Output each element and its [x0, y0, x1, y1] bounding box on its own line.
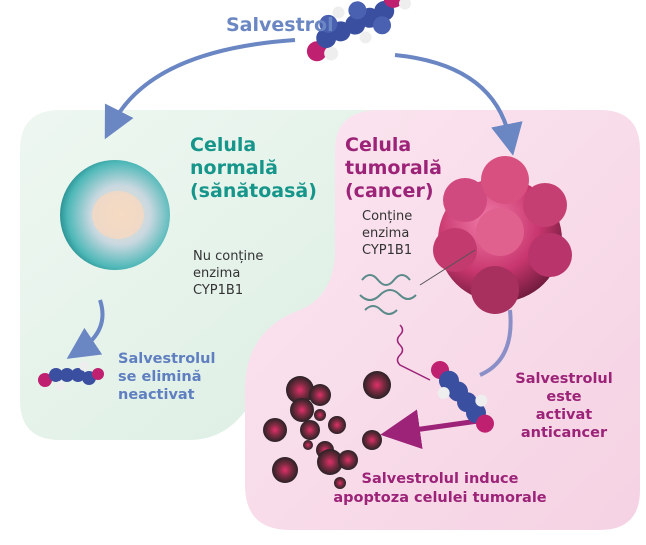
salvestrol-molecule-activated: [431, 361, 494, 433]
salvestrol-molecule-top: [306, 0, 411, 62]
arrow-to-tumor-cell: [394, 53, 523, 156]
note-line: CYP1B1: [362, 243, 413, 258]
arrow-activation: [479, 309, 513, 377]
heading-line: (sănătoasă): [190, 180, 317, 202]
salvestrol-molecule-eliminated: [38, 361, 104, 391]
label-line: anticancer: [520, 425, 608, 441]
note-line: Nu conține: [193, 249, 264, 264]
tumor-cell-heading: Celula tumorală (cancer): [345, 134, 442, 203]
heading-line: tumorală: [345, 157, 442, 179]
apoptotic-bodies: [263, 371, 391, 489]
enzyme-pointer-line: [419, 249, 476, 286]
diagram-title: Salvestrol: [226, 14, 334, 36]
tumor-cell-note: Conține enzima CYP1B1: [362, 208, 412, 259]
heading-line: (cancer): [345, 180, 434, 202]
label-line: Salvestrolul: [515, 371, 613, 387]
cell-nucleus: [92, 191, 144, 239]
tumor-cell: [433, 156, 572, 314]
normal-cell-note: Nu conține enzima CYP1B1: [193, 248, 263, 299]
note-line: CYP1B1: [193, 283, 244, 298]
label-line: neactivat: [118, 387, 195, 403]
normal-cell-heading: Celula normală (sănătoasă): [190, 134, 317, 203]
note-line: enzima: [193, 266, 241, 281]
enzyme-wavy-arrow: [396, 324, 431, 381]
heading-line: normală: [190, 157, 278, 179]
label-line: apoptoza celulei tumorale: [333, 490, 547, 506]
label-line: Salvestrolul: [118, 351, 216, 367]
note-line: Conține: [362, 209, 413, 224]
elimination-label: Salvestrolul se elimină neactivat: [118, 350, 215, 404]
heading-line: Celula: [190, 134, 257, 156]
heading-line: Celula: [345, 134, 412, 156]
label-line: se elimină: [118, 369, 202, 385]
label-line: activat: [535, 407, 593, 423]
activation-label: Salvestrolul este activat anticancer: [508, 370, 620, 442]
label-line: este: [546, 389, 582, 405]
note-line: enzima: [362, 226, 410, 241]
label-line: Salvestrolul induce: [361, 471, 519, 487]
arrow-elimination: [66, 299, 105, 359]
cyp1b1-enzyme: [359, 274, 417, 315]
arrow-to-normal-cell: [104, 38, 296, 140]
apoptosis-label: Salvestrolul induce apoptoza celulei tum…: [330, 470, 550, 508]
